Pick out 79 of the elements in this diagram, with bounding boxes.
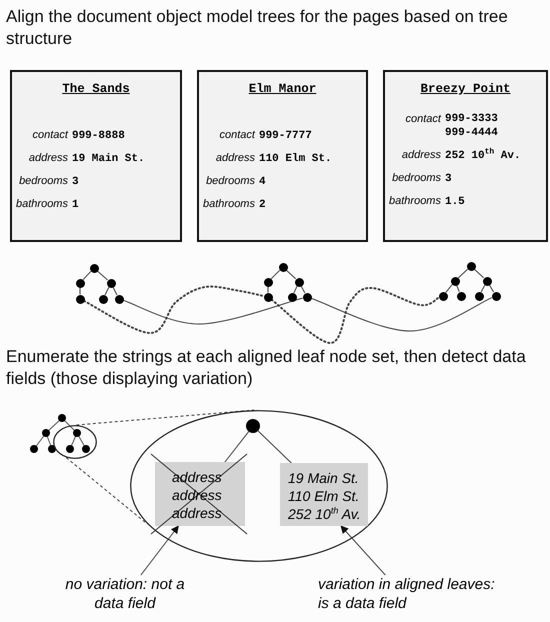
tree-node-dot [294,278,304,286]
tree-node-dot [76,278,84,288]
field-value: 1.5 [444,195,465,209]
field-value: 110 Elm St. [258,152,332,166]
field-value: 4 [258,175,266,189]
annotation: no variation: not a data field [65,576,185,612]
tree-node-dot [482,276,492,286]
field-name: bathrooms [203,198,255,210]
leaf-string: 252 10$^{th}$ Av. [288,505,362,523]
card-heading: Elm Manor [248,82,318,96]
zoom-line [66,457,148,525]
tree-node-dot [456,292,466,300]
tree-node-dot [264,278,272,286]
highlight-ellipse [53,425,97,459]
tree-branch [474,268,484,278]
string-set-box [280,463,368,526]
card-heading: Breezy Point [419,82,512,96]
field-value: 999-7777 [258,129,312,143]
field-name: address [28,152,68,164]
alignment-curve [310,297,492,332]
annotation: variation in aligned leaves: is a data field [318,576,495,612]
field-name: bathrooms [16,198,68,210]
tree-branch [480,284,486,293]
arrow [340,525,386,576]
field-name: contact [406,113,441,125]
field-value: 3 [72,175,79,189]
heading: Align the document object model trees for the pages based on tree structure [6,6,509,50]
leaf-string: 110 Elm St. [288,487,360,505]
tree-node-dot [106,278,116,288]
tree-node-dot [288,292,296,302]
root-node-dot [246,419,260,433]
tree-node-dot [114,294,124,304]
tree-node-dot [264,292,272,302]
field-value: 1 [72,198,79,212]
zoom-line [76,410,254,426]
field-value: 999-3333 999-4444 [444,112,499,140]
alignment-curve [270,287,440,344]
tree-node-dot [450,276,460,286]
leaf-string: 19 Main St. [288,469,360,487]
tree-node-dot [474,292,484,300]
field-name: address [402,149,441,161]
tree-branch [293,286,298,294]
alignment-curve [122,298,304,324]
tree-node-dot [90,264,98,272]
listing-card [383,70,548,242]
heading: Enumerate the strings at each aligned leaf node set, then detect data fields (those displaying variation) [6,346,527,390]
field-name: address [216,152,255,164]
tree-branch [445,284,453,293]
field-name: contact [32,129,68,141]
field-name: contact [220,129,255,141]
field-value: 3 [444,172,452,186]
tree-branch [224,431,250,462]
tree-branch [258,430,292,464]
field-name: bathrooms [389,195,441,207]
field-name: bedrooms [19,175,68,187]
field-value: 999-8888 [72,129,125,143]
tree-node-dot [278,262,288,272]
tree-branch [458,268,468,278]
listing-card [10,70,182,242]
zoom-ellipse [130,410,388,562]
tree-node-dot [466,262,476,270]
tree-branch [270,270,280,280]
tree-node-dot [492,292,500,300]
field-value: 252 10$^{th}$ Av. [444,149,521,163]
tree-branch [96,270,108,281]
tree-node-dot [76,294,84,304]
tree-node-dot [98,294,108,304]
arrow [140,525,179,576]
field-value: 2 [258,198,266,212]
listing-card [197,70,368,242]
field-name: bedrooms [206,175,255,187]
tree-branch [82,270,92,280]
field-name: bedrooms [392,172,441,184]
tree-branch [286,270,296,280]
alignment-curve [83,286,265,334]
card-heading: The Sands [61,82,131,96]
field-value: 19 Main St. [72,152,145,166]
tree-node-dot [438,292,448,300]
tree-node-dot [302,292,312,302]
